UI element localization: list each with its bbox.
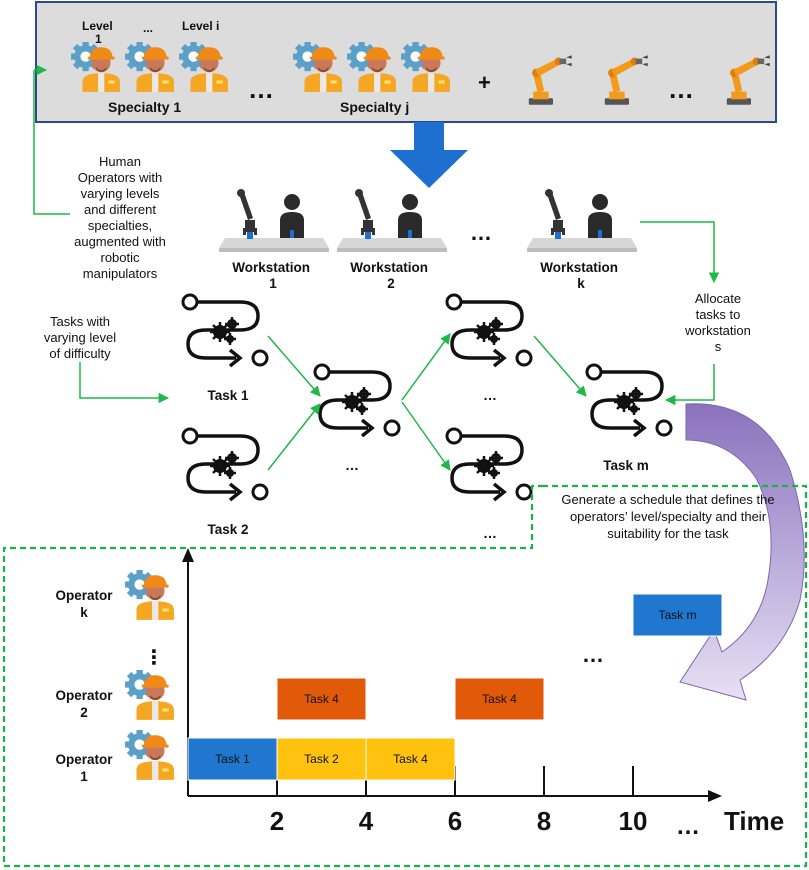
task-bar-label: Task 2 [304,752,339,766]
task-bar [454,677,545,721]
x-axis-title: Time [724,806,784,836]
task-lower-icon [445,427,533,502]
top-panel: Level 1 ... Level i Specialty 1 … Specia… [35,1,777,123]
task-bar [187,737,278,781]
workstation-icon [337,189,447,252]
x-tick-label: 6 [448,806,462,836]
edge-arrow [267,335,321,397]
level-1-label: Level 1 [82,19,116,46]
workstation-2-label: Workstation 2 [350,260,432,291]
robot-ellipsis: … [668,74,694,104]
schedule-arrow-icon [679,403,805,701]
specialty-1-label: Specialty 1 [108,99,181,115]
task-lower-ellipsis: … [483,525,497,541]
y-axis-arrowhead [182,548,194,562]
specialty-j-label: Specialty j [340,99,409,115]
task-bar-label: Task m [658,608,696,622]
allocate-arrow [640,221,720,284]
big-down-arrow-icon [390,122,468,188]
workstation-ellipsis: … [470,220,492,245]
task-graph: Task 1 Task 2 … … … Task m [181,293,673,541]
workstations-row: … Workstation 1 Workstation 2 Workstatio… [219,189,637,291]
operator-k-icon [125,570,174,620]
chart-ellipsis: … [582,642,604,667]
task-mid-icon [313,363,401,438]
edge-arrow [533,335,587,397]
edge-arrow [267,403,321,471]
task-1-icon [181,293,269,368]
task-2-icon [181,427,269,502]
workstation-k-label: Workstation k [540,260,622,291]
workstation-icon [219,189,329,252]
operator-1-icon [125,730,174,780]
task-m-label: Task m [603,458,649,473]
task-1-label: Task 1 [207,388,249,403]
task-2-label: Task 2 [207,522,248,537]
task-bar-label: Task 4 [482,692,517,706]
x-tick-label: 10 [619,806,648,836]
workstation-icon [527,189,637,252]
tasks-arrow [79,362,170,404]
task-bar [276,677,367,721]
allocate-return-arrow [664,364,715,406]
task-upper-icon [445,293,533,368]
task-upper-ellipsis: … [483,387,497,403]
edge-arrow [401,333,451,401]
task-bar-label: Task 4 [304,692,339,706]
bracket-connector [33,70,70,215]
edge-arrow [401,401,451,471]
task-m-icon [585,363,673,438]
task-bar [365,737,456,781]
level-ellipsis: ... [143,21,153,35]
operator-ellipsis: ⋮ [144,647,164,669]
x-tick-label: 4 [359,806,374,836]
task-bar-label: Task 1 [215,752,250,766]
task-bar [632,593,723,637]
plus-sign: + [478,70,491,95]
workstation-1-label: Workstation 1 [232,260,314,291]
x-tick-label: 2 [270,806,284,836]
schedule-frame [2,484,808,868]
task-mid-ellipsis: … [345,457,359,473]
task-bar-label: Task 4 [393,752,428,766]
x-tick-label: 8 [537,806,551,836]
level-i-label: Level i [182,19,219,33]
x-axis-arrowhead [708,790,722,802]
x-axis-ellipsis: … [676,813,700,840]
group-ellipsis: … [248,74,274,104]
operator-2-icon [125,670,174,720]
